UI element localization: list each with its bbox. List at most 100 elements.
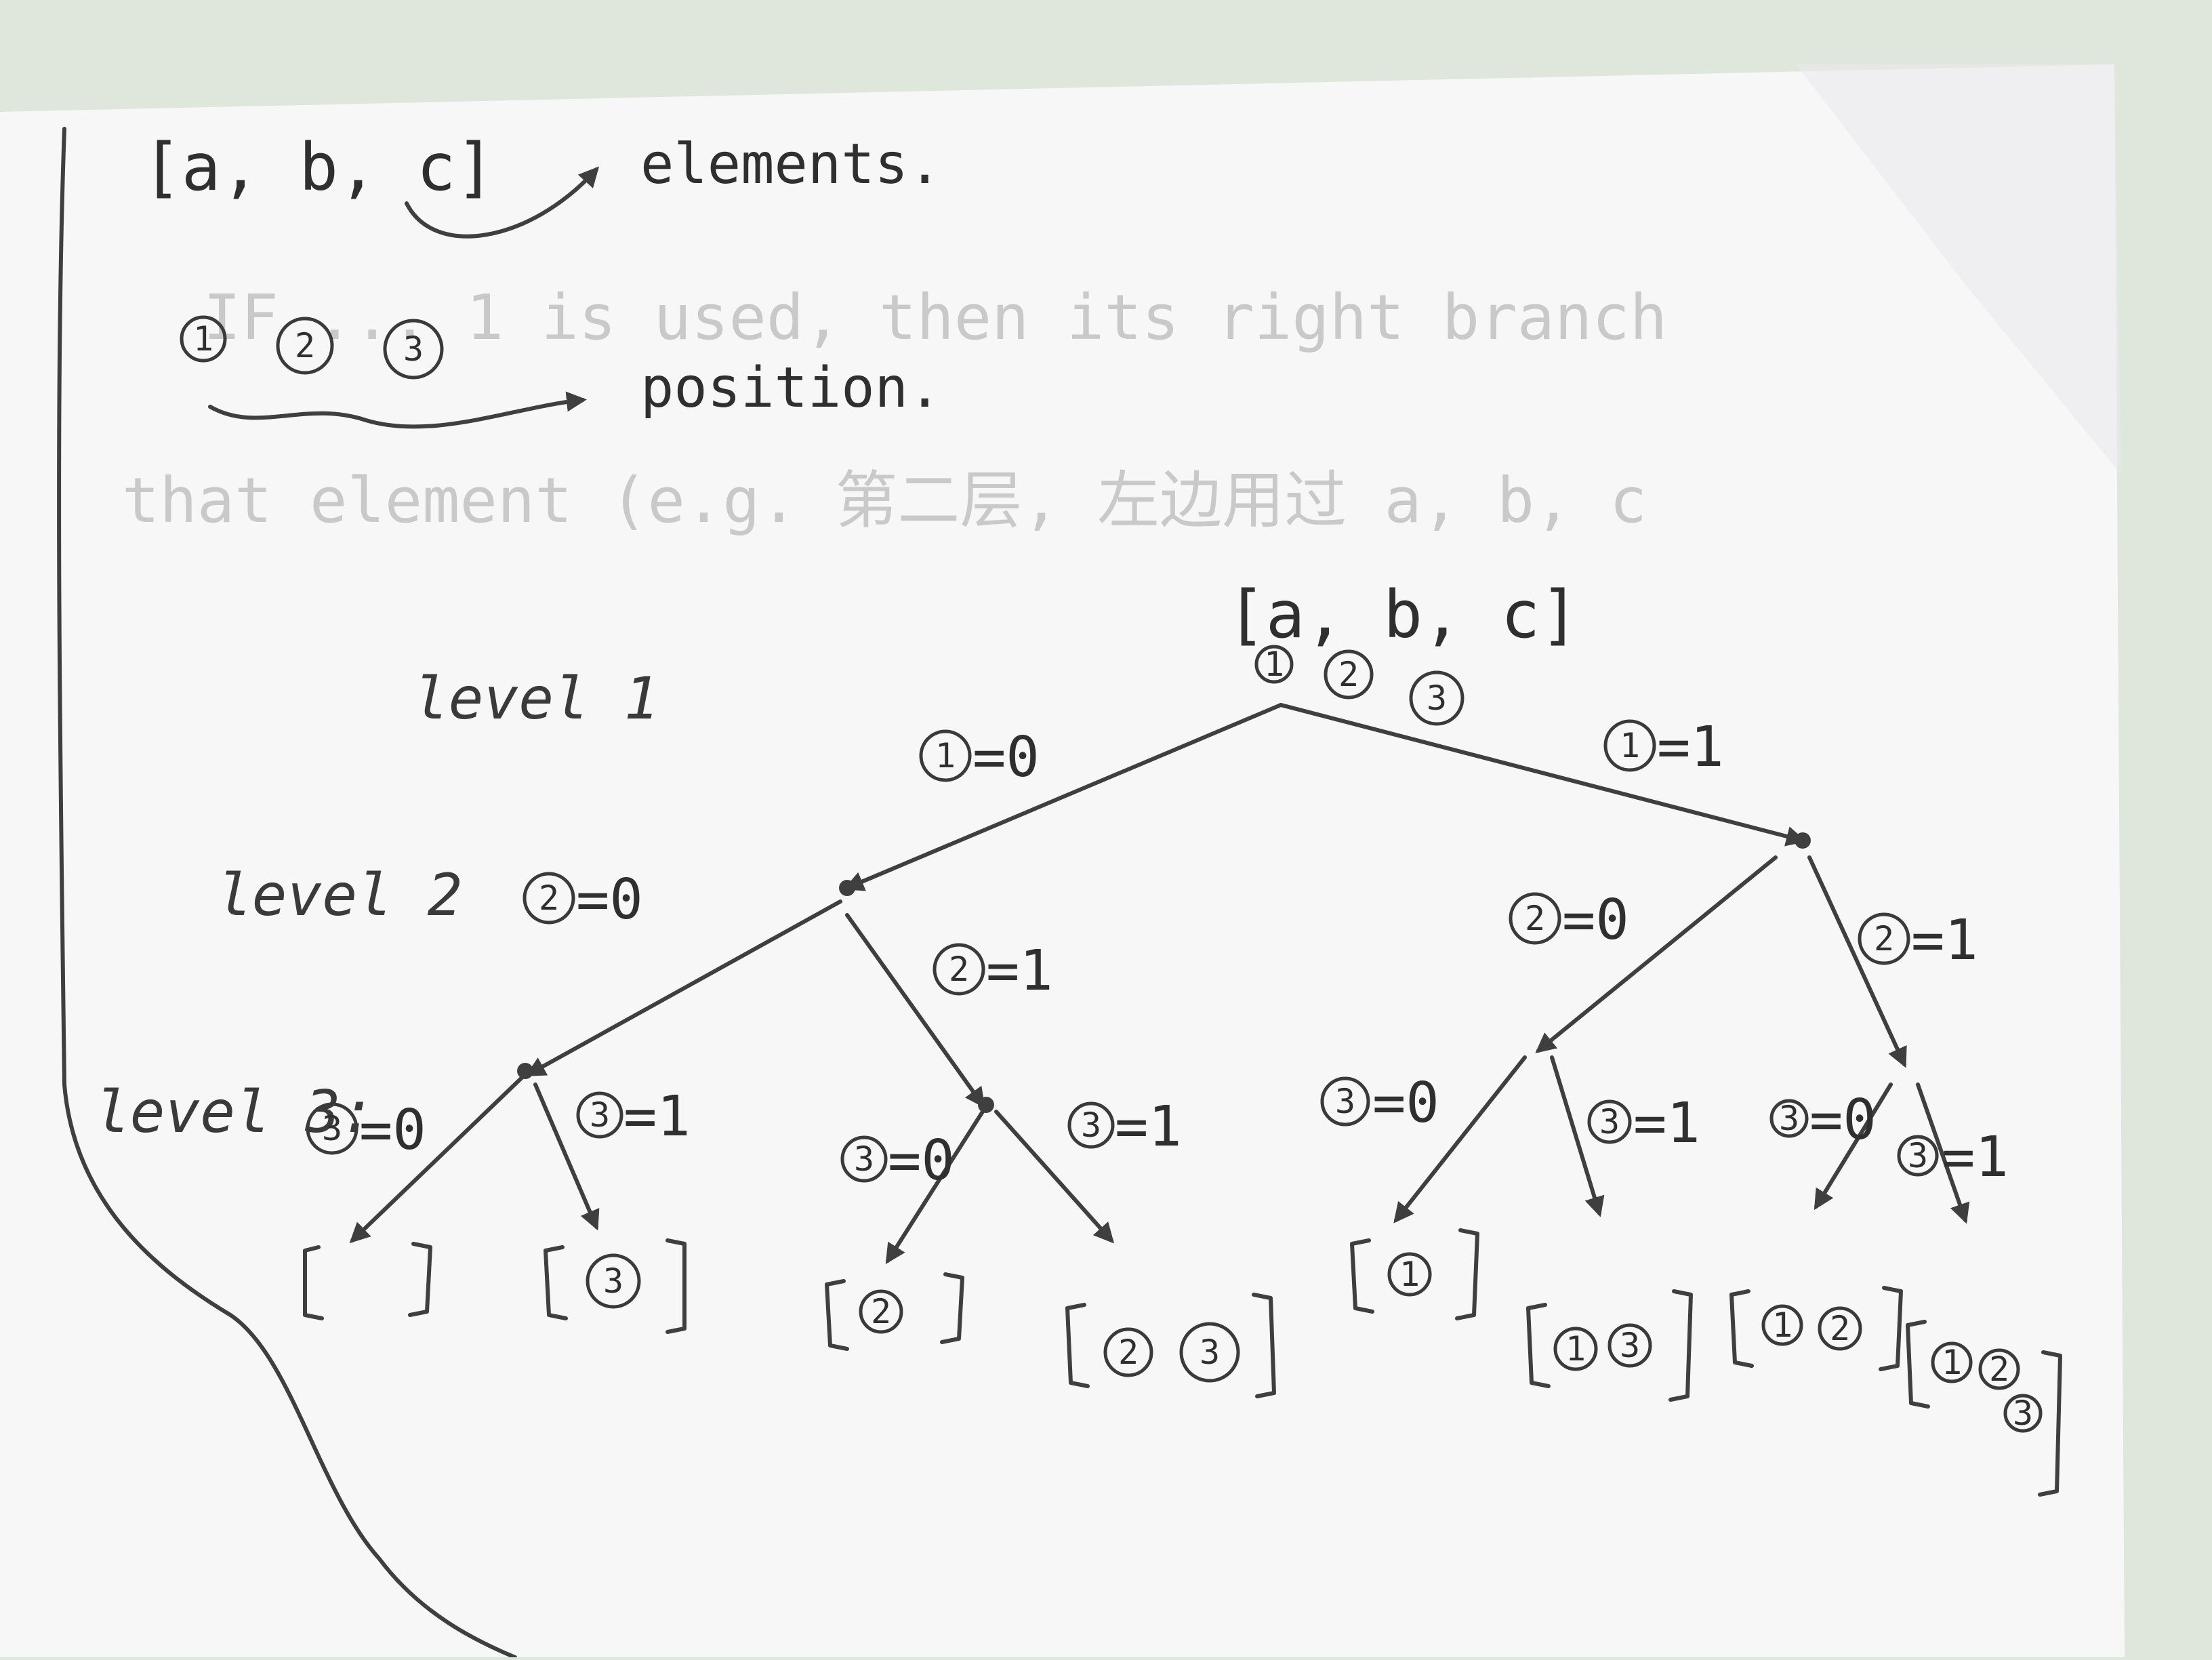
svg-text:1: 1 [1565,1329,1586,1369]
svg-text:3: 3 [854,1139,874,1179]
level-1-label: level 1 [413,665,659,733]
svg-text:2: 2 [1830,1309,1850,1348]
edge-label-l3-7: 3 =0 [1769,1088,1877,1152]
svg-text:1: 1 [1620,726,1640,765]
edge-root-right [1279,703,1807,847]
edge-label-root-left: 1 =0 [919,725,1040,790]
edge-label-l2b-left: 2 =0 [1509,888,1629,952]
bleed-through-line-1: IF ... 1 is used, then its right branch [203,281,1667,354]
svg-text:1: 1 [1772,1305,1793,1345]
edge-l3-1 [349,1076,524,1244]
edge-l3-3 [885,1110,985,1265]
svg-text:3: 3 [1427,679,1447,718]
root-position-2: 2 [1324,649,1374,700]
svg-text:2: 2 [295,326,315,365]
svg-text:3: 3 [1335,1082,1355,1121]
svg-text:3: 3 [403,329,424,369]
svg-text:3: 3 [590,1095,610,1135]
bleed-through-line-2: that element (e.g. 第二层, 左边用过 a, b, c [122,464,1647,537]
svg-text:=0: =0 [888,1129,955,1193]
edge-label-l3-2: 3 =1 [576,1085,691,1149]
svg-text:=0: =0 [359,1098,426,1162]
svg-text:3: 3 [1779,1099,1799,1138]
legend-position-3: 3 [383,319,444,380]
svg-text:1: 1 [1942,1343,1962,1382]
svg-text:=1: =1 [623,1085,691,1149]
leaf-subset-7: 1 2 [1729,1286,1903,1371]
svg-text:=1: =1 [1633,1091,1700,1156]
svg-text:1: 1 [935,736,956,775]
edge-label-l3-5: 3 =0 [1320,1071,1439,1135]
svg-text:2: 2 [1118,1333,1139,1372]
node-l3-2 [978,1097,994,1113]
root-position-1: 1 [1254,645,1294,684]
edge-l3-7 [1814,1082,1893,1211]
edge-label-l2a-right: 2 =1 [933,939,1053,1003]
position-label: position. [640,356,941,420]
root-position-3: 3 [1409,670,1465,726]
svg-text:=1: =1 [1911,908,1978,973]
svg-text:=0: =0 [972,725,1040,790]
edge-label-l3-1: 3 =0 [306,1098,426,1162]
svg-text:3: 3 [603,1261,623,1301]
svg-text:=0: =0 [1562,888,1629,952]
svg-text:3: 3 [1200,1333,1220,1372]
edge-l3-8 [1916,1082,1970,1224]
leaf-subset-5: 1 [1350,1228,1479,1320]
edge-l3-2 [533,1082,600,1231]
edge-label-l2a-left: 2 =0 [523,868,643,932]
leaf-subset-8: 1 2 3 [1906,1320,2062,1497]
svg-text:1: 1 [193,319,213,359]
leaf-subset-2: 3 [544,1238,687,1334]
legend-position-1: 1 [180,315,227,363]
svg-text:3: 3 [1081,1106,1101,1145]
edge-l2b-right [1807,855,1907,1068]
svg-text:3: 3 [2013,1394,2033,1433]
level-2-label: level 2 [217,862,462,929]
edge-l2a-right [845,913,985,1108]
margin-line [57,127,517,1659]
root-label: [a, b, c] [1227,577,1579,653]
svg-text:=1: =1 [986,939,1053,1003]
position-arrow [208,391,587,429]
edge-label-l3-4: 3 =1 [1067,1095,1182,1159]
leaf-subset-3: 2 [825,1272,964,1351]
edge-label-l2b-right: 2 =1 [1858,908,1978,973]
svg-text:=0: =0 [576,868,643,932]
svg-text:=1: =1 [1657,715,1724,780]
svg-text:1: 1 [1264,645,1284,684]
svg-text:2: 2 [871,1292,891,1331]
edge-l2b-left [1535,855,1778,1053]
edge-l3-5 [1393,1055,1527,1223]
edge-l2a-left [525,899,842,1076]
svg-text:=0: =0 [1372,1071,1439,1135]
elements-label: elements. [640,132,941,197]
level-3-label: level 3: [95,1078,375,1146]
leaf-subset-1 [303,1242,432,1320]
elements-arrow [405,166,600,239]
svg-text:3: 3 [322,1109,342,1148]
edge-label-l3-3: 3 =0 [840,1129,955,1193]
paper-sheet [0,64,2125,1657]
svg-text:=1: =1 [1942,1125,2009,1190]
leaf-subset-6: 1 3 [1526,1289,1693,1402]
legend-position-2: 2 [276,317,334,375]
svg-text:1: 1 [1399,1255,1420,1294]
node-l2-left [839,880,855,896]
elements-list: [a, b, c] [142,129,495,205]
edge-l3-6 [1550,1055,1605,1217]
edge-label-l3-6: 3 =1 [1587,1091,1700,1156]
paper-shadow [1796,64,2121,474]
node-l2-right [1795,832,1811,849]
edge-label-l3-8: 3 =1 [1897,1125,2009,1190]
svg-text:=1: =1 [1115,1095,1182,1159]
svg-text:3: 3 [1599,1102,1620,1141]
edge-label-root-right: 1 =1 [1603,715,1724,780]
svg-text:=0: =0 [1809,1088,1877,1152]
edge-l3-4 [994,1110,1115,1244]
tree-branches [349,703,1970,1265]
svg-text:3: 3 [1620,1326,1640,1365]
node-l3-1 [517,1063,533,1079]
